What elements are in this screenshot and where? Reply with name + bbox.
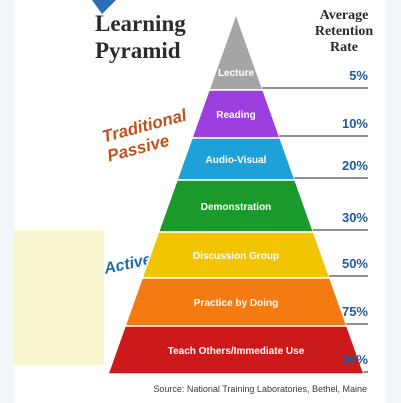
title-line-2: Pyramid [95,38,181,63]
diagram-title: Learning Pyramid [95,10,186,64]
pyramid-layer-shape [106,325,366,375]
source-note: Source: National Training Laboratories, … [153,384,367,394]
pyramid-level-1: Lecture [207,11,368,91]
active-band [14,230,104,365]
pyramid-level-label: Audio-Visual [206,155,267,166]
retention-rate-value: 10% [341,116,368,131]
retention-header-line-1: Average [319,8,369,23]
pyramid-level-4: Demonstration [157,179,368,233]
retention-rate-value: 30% [341,210,368,225]
retention-header-line-2: Retention Rate [314,24,374,55]
pyramid-level-3: Audio-Visual [175,137,368,181]
title-line-1: Learning [95,11,186,36]
retention-rate-value: 20% [341,158,368,173]
retention-rate-value: 50% [341,256,368,271]
pyramid-level-label: Discussion Group [193,251,279,262]
retention-rate-header: Average Retention Rate [302,8,386,56]
pyramid-level-label: Practice by Doing [194,298,278,309]
pyramid-level-7: Teach Others/Immediate Use [106,325,368,375]
pyramid-level-label: Reading [216,110,255,121]
retention-rate-value: 90% [341,352,368,367]
pyramid-level-6: Practice by Doing [124,277,368,327]
pyramid-level-label: Demonstration [201,202,272,213]
corner-decoration-icon [92,0,116,14]
retention-rate-value: 75% [341,304,368,319]
pyramid-level-label: Teach Others/Immediate Use [168,346,305,357]
pyramid-level-5: Discussion Group [141,231,368,279]
retention-rate-value: 5% [349,68,368,83]
pyramid-level-label: Lecture [218,68,255,79]
